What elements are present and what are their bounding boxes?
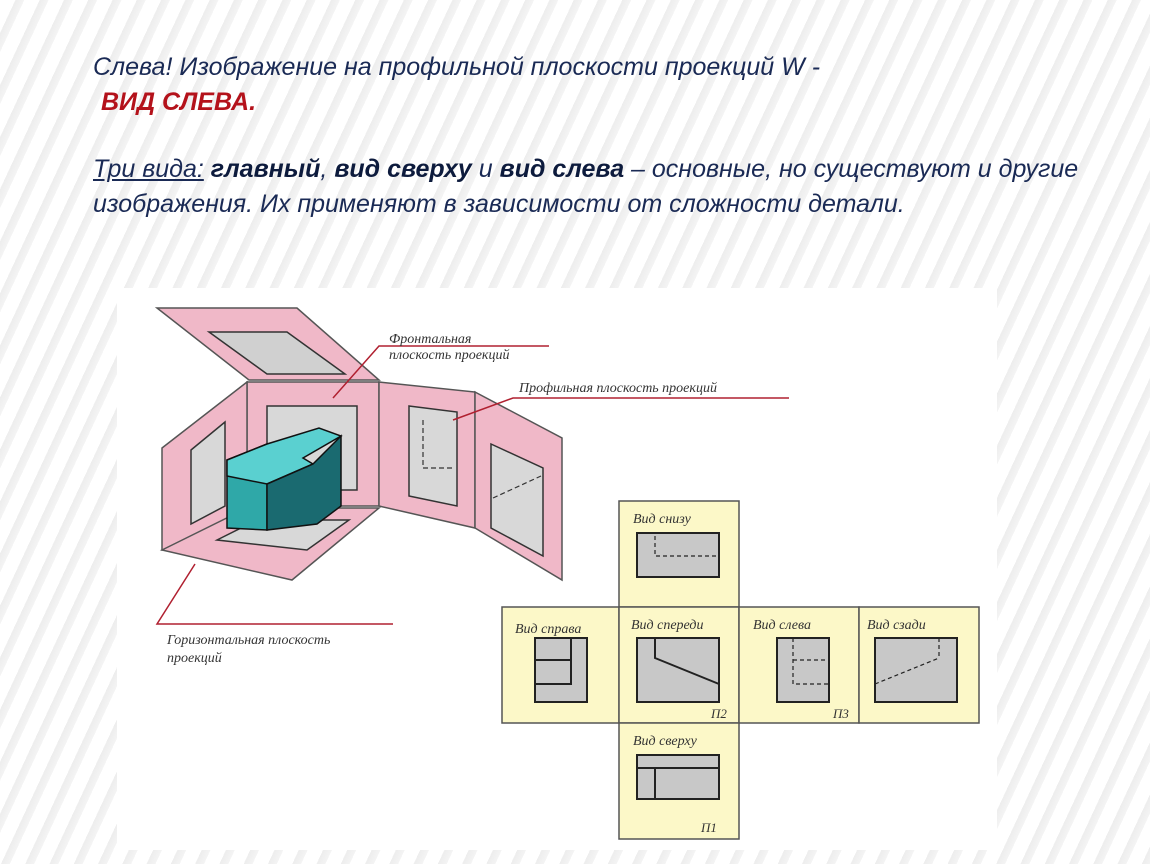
term-top: вид сверху — [334, 155, 472, 183]
profile-plane-label: Профильная плоскость проекций — [518, 381, 717, 396]
profile-plane-view — [408, 405, 458, 507]
left-side-view — [190, 420, 226, 526]
slide-text: Слева! Изображение на профильной плоскос… — [93, 50, 1083, 222]
left-view-drawing — [776, 637, 830, 703]
paragraph: Три вида: главный, вид сверху и вид слев… — [93, 152, 1083, 222]
object-3d — [226, 427, 343, 531]
back-flap-hidden-line — [492, 475, 542, 499]
object-side-face — [266, 434, 342, 531]
term-main: главный — [210, 155, 321, 183]
term-left: вид слева — [499, 155, 625, 183]
frontal-plane-leader — [332, 345, 549, 399]
plane-mark-p1: П1 — [700, 820, 717, 835]
projection-figure: Фронтальная плоскость проекций Профильна… — [117, 288, 997, 850]
top-flap-inner — [206, 331, 348, 375]
bottom-view-drawing — [636, 532, 720, 578]
profile-hidden-line — [422, 420, 453, 469]
heading-line-1: Слева! Изображение на профильной плоскос… — [93, 53, 821, 81]
figure-annotations: Фронтальная плоскость проекций Профильна… — [155, 332, 789, 666]
paragraph-separator-2: и — [471, 155, 500, 183]
back-view-hidden — [874, 657, 940, 685]
plane-mark-p2: П2 — [710, 706, 727, 721]
back-flap-view — [490, 442, 544, 558]
profile-plane-leader — [452, 397, 789, 421]
top-view-drawing — [636, 754, 720, 800]
unfolded-views: Вид снизу Вид справа Вид спереди П2 Вид … — [501, 500, 980, 840]
frontal-plane-label-2: плоскость проекций — [389, 348, 509, 363]
front-view-label: Вид спереди — [631, 618, 704, 633]
right-view-label: Вид справа — [515, 622, 581, 637]
plane-mark-p3: П3 — [832, 706, 849, 721]
bottom-view-label: Вид снизу — [633, 512, 692, 527]
horizontal-plane-label-2: проекций — [167, 651, 222, 666]
left-view-hidden — [792, 638, 829, 685]
paragraph-separator-1: , — [320, 155, 335, 183]
back-view-label: Вид сзади — [867, 618, 926, 633]
paragraph-space — [204, 155, 211, 183]
paragraph-rest: – основные, но существуют и другие изобр… — [93, 155, 1079, 218]
paragraph-lead: Три вида: — [93, 155, 204, 183]
projection-diagram: Фронтальная плоскость проекций Профильна… — [154, 307, 980, 840]
right-view-step — [535, 638, 572, 685]
back-view-drawing — [874, 637, 958, 703]
top-view-label: Вид сверху — [633, 734, 698, 749]
frontal-plane-label-1: Фронтальная — [389, 332, 471, 347]
horizontal-plane-label-1: Горизонтальная плоскость — [166, 633, 330, 648]
object-top-face — [226, 427, 343, 485]
front-view-drawing — [636, 637, 720, 703]
horizontal-plane-leader — [155, 563, 393, 625]
left-view-label: Вид слева — [753, 618, 811, 633]
heading-line-2: ВИД СЛЕВА. — [101, 88, 257, 116]
right-view-drawing — [534, 637, 588, 703]
heading: Слева! Изображение на профильной плоскос… — [93, 50, 1083, 120]
front-view-slope — [654, 638, 720, 685]
